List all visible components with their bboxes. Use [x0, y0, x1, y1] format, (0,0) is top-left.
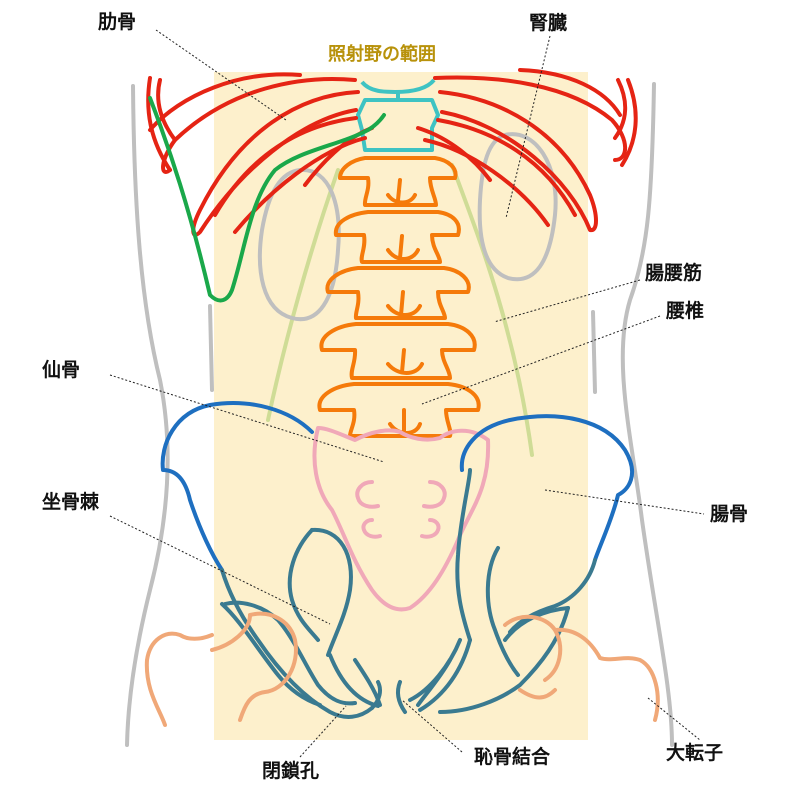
label-iliopsoas: 腸腰筋	[645, 262, 703, 284]
ribs	[146, 68, 638, 237]
femurs	[144, 611, 660, 727]
sacrum	[312, 426, 491, 612]
label-pubic-symphysis: 恥骨結合	[474, 746, 551, 768]
label-lumbar: 腰椎	[666, 300, 705, 322]
kidney-left	[477, 132, 558, 282]
kidney-right	[257, 167, 341, 322]
label-sacrum: 仙骨	[42, 359, 81, 381]
lumbar-vertebra-3	[325, 266, 471, 320]
label-kidney: 腎臓	[529, 12, 568, 34]
ilium	[160, 401, 635, 572]
liver-outline	[148, 96, 386, 303]
leader-pubic-symphysis	[401, 699, 463, 753]
lumbar-vertebra-4	[319, 322, 477, 380]
femur-right	[144, 611, 298, 727]
leader-ilium	[544, 489, 705, 515]
lumbar-vertebra-1	[338, 156, 458, 207]
leader-ischial-spine	[109, 515, 331, 625]
kidneys	[257, 132, 558, 322]
label-greater-trochanter: 大転子	[666, 742, 724, 764]
label-ischial-spine: 坐骨棘	[42, 491, 100, 513]
thoracic-vertebra	[356, 78, 440, 152]
lumbar-vertebrae	[317, 156, 481, 438]
label-rib: 肋骨	[98, 11, 137, 33]
label-obturator-foramen: 閉鎖孔	[262, 760, 320, 782]
lumbar-vertebra-2	[333, 210, 461, 264]
pelvis	[220, 468, 597, 719]
leader-greater-trochanter	[647, 697, 701, 741]
iliopsoas-muscle	[266, 163, 534, 457]
femur-left	[503, 614, 660, 722]
leader-kidney	[505, 35, 551, 219]
body-outline	[125, 82, 674, 747]
field-title: 照射野の範囲	[328, 44, 436, 65]
lumbar-vertebra-5	[317, 382, 481, 438]
leader-obturator-foramen	[299, 705, 347, 758]
label-ilium: 腸骨	[710, 503, 749, 525]
leader-iliopsoas	[493, 279, 641, 323]
leader-lines	[109, 29, 705, 758]
